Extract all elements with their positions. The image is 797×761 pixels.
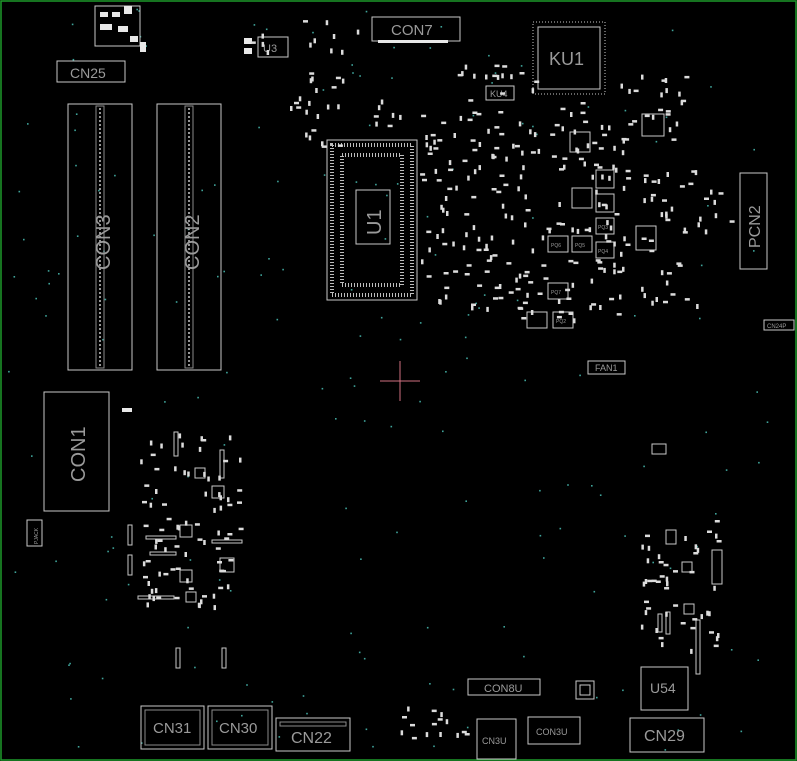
con8u-label: CON8U: [484, 683, 523, 695]
con7-label: CON7: [391, 22, 433, 39]
pjack-label: PJACK: [34, 527, 40, 544]
cn30-label: CN30: [219, 720, 257, 737]
connector-cn3u[interactable]: CN3U: [476, 718, 517, 760]
right-bottom-components: [651, 443, 723, 675]
con2-label: CON2: [182, 214, 204, 270]
con1-label: CON1: [68, 426, 90, 482]
cn31-label: CN31: [153, 720, 191, 737]
connector-con8u[interactable]: CON8U: [467, 678, 541, 696]
connector-con7[interactable]: CON7: [371, 16, 461, 43]
chip-near-con8u: [575, 680, 595, 700]
chip-u3[interactable]: U3: [244, 36, 289, 58]
pq5-label: PQ5: [575, 243, 585, 249]
cn29-label: CN29: [644, 728, 685, 745]
power-mosfets: PQ6 PQ5 PQ7 PQ4 PQ3 PQ2: [526, 113, 665, 329]
cn3u-label: CN3U: [482, 736, 507, 746]
crosshair-cursor: [380, 361, 420, 401]
con3u-label: CON3U: [536, 727, 568, 737]
cn22-label: CN22: [291, 730, 332, 747]
cn24p-label: CN24P: [767, 324, 786, 330]
fan1-label: FAN1: [595, 363, 618, 373]
passive-components: [140, 20, 735, 740]
ku4-label: KU4: [490, 89, 508, 99]
pq7-label: PQ7: [551, 290, 561, 296]
cn25-label: CN25: [70, 65, 106, 81]
connector-con3u[interactable]: CON3U: [527, 716, 581, 745]
pq3-label: PQ3: [598, 225, 608, 231]
mid-left-components: [122, 408, 243, 669]
connector-cn25[interactable]: CN25: [56, 60, 126, 83]
pcn2-label: PCN2: [747, 205, 764, 248]
top-left-cluster: [94, 5, 146, 52]
pq2-label: PQ2: [556, 319, 566, 325]
connector-fan1[interactable]: FAN1: [587, 360, 626, 375]
connector-cn30[interactable]: CN30: [207, 705, 273, 750]
connector-pcn2[interactable]: PCN2: [739, 172, 768, 270]
ku1-label: KU1: [549, 49, 584, 69]
memory-slot-con3[interactable]: CON3: [67, 103, 133, 371]
via-field: [8, 8, 769, 751]
connector-con1[interactable]: CON1: [43, 391, 110, 512]
chip-ku1[interactable]: KU1: [532, 21, 606, 95]
con3-label: CON3: [93, 214, 115, 270]
connector-cn24p[interactable]: CN24P: [763, 319, 795, 331]
pq6-label: PQ6: [551, 243, 561, 249]
power-jack[interactable]: PJACK: [26, 519, 43, 547]
connector-cn22[interactable]: CN22: [275, 717, 351, 752]
cpu-u1[interactable]: U1: [326, 139, 418, 301]
u1-label: U1: [364, 209, 386, 235]
u54-label: U54: [650, 680, 676, 696]
chip-ku4[interactable]: KU4: [485, 85, 515, 101]
connector-cn29[interactable]: CN29: [629, 717, 705, 753]
connector-cn31[interactable]: CN31: [140, 705, 205, 750]
pq4-label: PQ4: [598, 249, 608, 255]
u3-label: U3: [263, 43, 277, 55]
chip-u54[interactable]: U54: [640, 666, 689, 711]
memory-slot-con2[interactable]: CON2: [156, 103, 222, 371]
